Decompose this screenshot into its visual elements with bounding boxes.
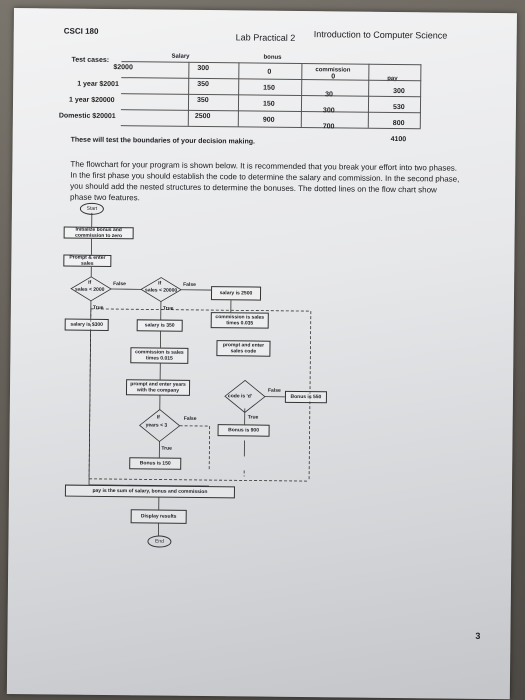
salary-300-box: salary is $300 (64, 318, 109, 332)
if-label: If (158, 280, 162, 287)
decision-sales-20000: sales < 20000 (145, 287, 178, 294)
true-label: True (162, 305, 174, 312)
if-label: If (156, 414, 160, 421)
false-label: False (183, 415, 197, 422)
prompt-code-box: prompt and enter sales code (216, 340, 271, 357)
decision-code: code is 'd' (227, 393, 253, 400)
display-results-box: Display results (130, 509, 187, 524)
salary-350-box: salary is 350 (136, 319, 183, 332)
start-terminal: Start (79, 202, 104, 215)
bonus-550-box: Bonus is 550 (284, 390, 328, 404)
worksheet-page: CSCI 180 Lab Practical 2 Introduction to… (6, 8, 517, 700)
init-box: Initialize bonus and commission to zero (63, 226, 134, 240)
if-label: If (88, 279, 92, 286)
salary-2500-box: salary is 2500 (210, 286, 262, 301)
false-label: False (183, 281, 196, 288)
true-label: True (92, 304, 104, 311)
page-number: 3 (475, 630, 481, 641)
bonus-150-box: Bonus is 150 (129, 457, 182, 470)
bonus-900-box: Bonus is 900 (217, 424, 270, 437)
false-label: False (113, 281, 126, 288)
commission-015-box: commission is sales times 0.015 (130, 347, 189, 364)
pay-sum-box: pay is the sum of salary, bonus and comm… (64, 484, 236, 499)
prompt-years-box: prompt and enter years with the company (125, 379, 191, 396)
decision-years: years < 3 (145, 422, 168, 429)
true-label: True (247, 414, 259, 421)
end-terminal: End (147, 535, 172, 548)
decision-sales-2000: sales < 2000 (75, 286, 105, 293)
true-label: True (161, 445, 172, 452)
prompt-sales-box: Prompt & enter sales (63, 254, 112, 268)
commission-035-box: commission is sales times 0.035 (210, 312, 269, 329)
false-label: False (267, 387, 281, 394)
flowchart-lines (70, 212, 312, 536)
